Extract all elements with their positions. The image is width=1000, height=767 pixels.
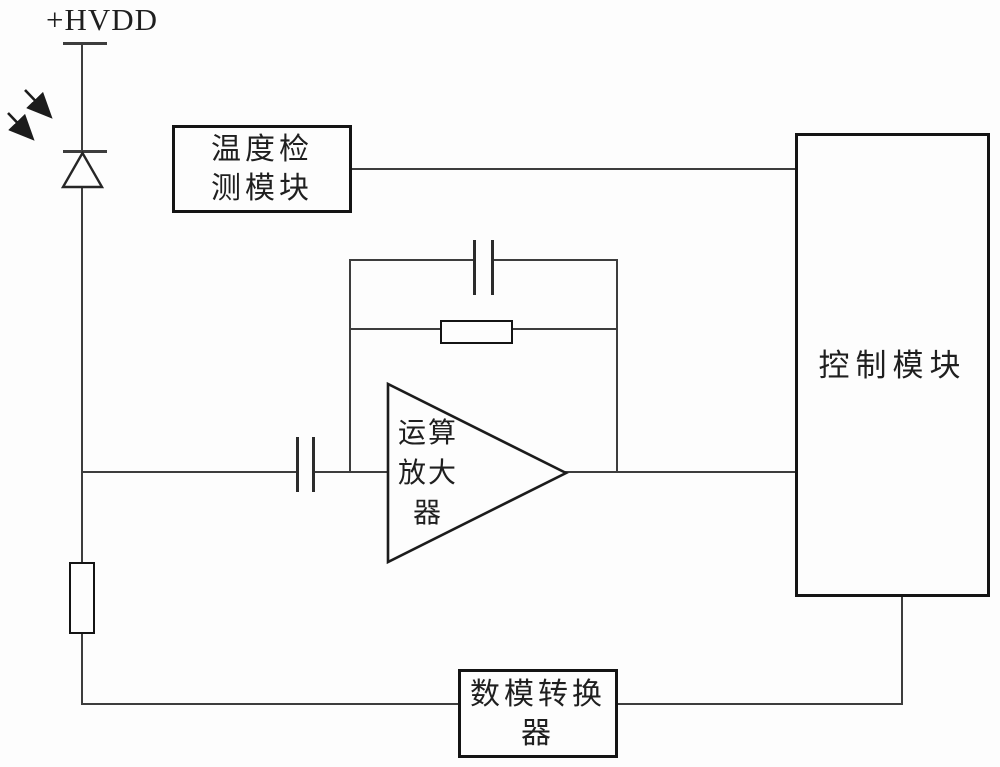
feedback-right-vertical-wire bbox=[616, 259, 618, 473]
feedback-resistor-icon bbox=[440, 320, 513, 344]
power-supply-label: +HVDD bbox=[46, 2, 159, 37]
feedback-capacitor-icon bbox=[473, 240, 476, 295]
feedback-cap-wire-left bbox=[349, 259, 473, 261]
left-rail-top-wire bbox=[81, 45, 83, 151]
bottom-wire-left bbox=[81, 703, 458, 705]
dac-module-box: 数模转换 器 bbox=[458, 669, 618, 758]
opamp-label-line1: 运算 bbox=[397, 418, 458, 449]
feedback-capacitor-icon bbox=[491, 240, 494, 295]
left-rail-bottom-wire bbox=[81, 633, 83, 705]
control-module-label: 控制模块 bbox=[818, 347, 967, 383]
opamp-label-line2: 放大 bbox=[397, 458, 458, 489]
input-capacitor-icon bbox=[312, 437, 315, 492]
temperature-module-label-line1: 温度检 bbox=[211, 133, 313, 166]
opamp-label: 运算 放大 器 bbox=[386, 414, 470, 534]
temperature-detection-module-box: 温度检 测模块 bbox=[172, 125, 352, 213]
bottom-wire-right bbox=[618, 703, 903, 705]
input-wire-left bbox=[82, 471, 296, 473]
feedback-left-vertical-wire bbox=[349, 259, 351, 473]
temp-to-control-wire bbox=[352, 168, 795, 170]
control-to-dac-vertical-wire bbox=[901, 597, 903, 704]
dac-label-line1: 数模转换 bbox=[470, 677, 606, 711]
input-capacitor-icon bbox=[296, 437, 299, 492]
diode-cathode-bar bbox=[63, 150, 107, 153]
feedback-res-wire-left bbox=[349, 328, 440, 330]
opamp-triangle bbox=[386, 381, 569, 565]
dac-label-line2: 器 bbox=[521, 716, 555, 750]
control-module-box: 控制模块 bbox=[795, 133, 990, 597]
output-wire bbox=[564, 471, 795, 473]
photodiode-resistor-icon bbox=[69, 562, 95, 634]
temperature-module-label-line2: 测模块 bbox=[211, 172, 313, 205]
opamp-label-line3: 器 bbox=[412, 498, 443, 529]
feedback-cap-wire-right bbox=[494, 259, 618, 261]
feedback-res-wire-right bbox=[512, 328, 618, 330]
photodiode-icon bbox=[60, 150, 105, 189]
light-arrows-icon bbox=[7, 89, 53, 141]
power-rail-bar bbox=[63, 42, 107, 45]
input-wire-right bbox=[315, 471, 389, 473]
left-rail-mid-wire bbox=[81, 187, 83, 563]
